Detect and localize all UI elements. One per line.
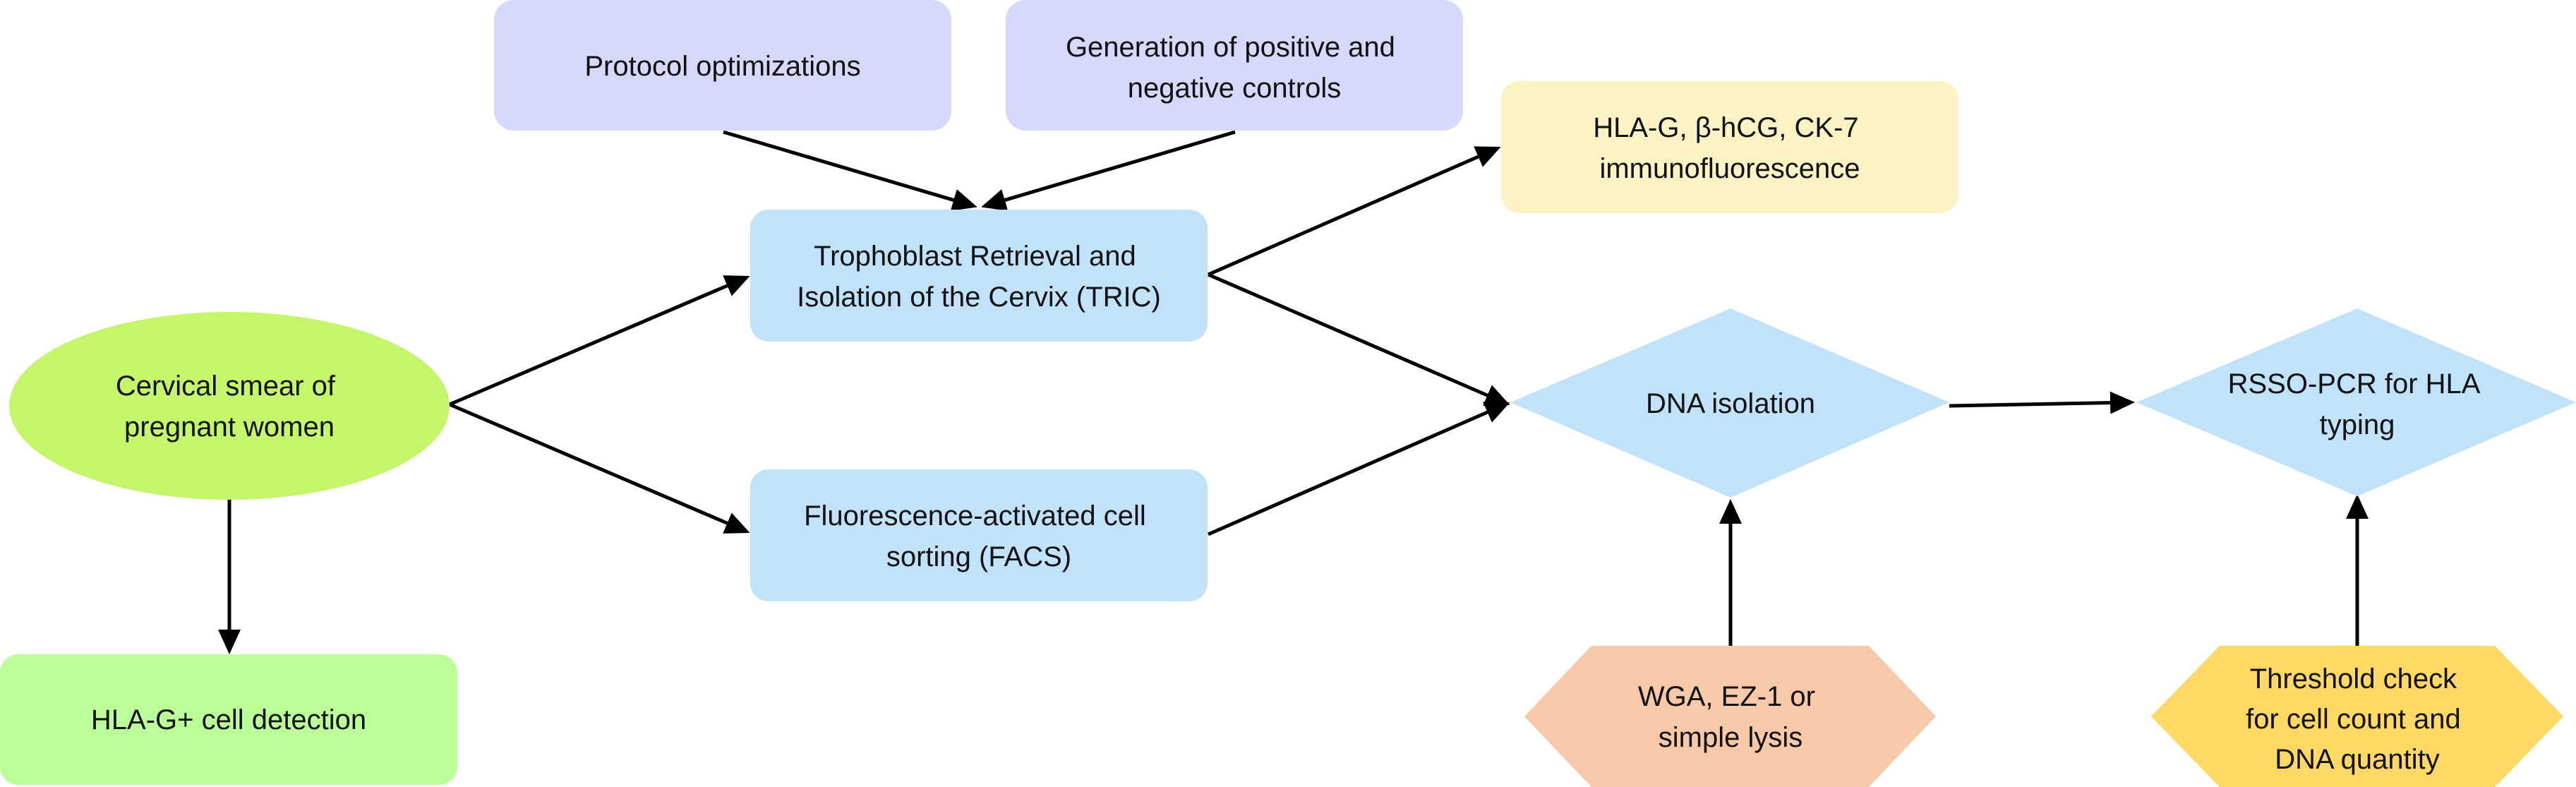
arrow-smear-to-tric [449, 275, 750, 407]
node-label: DNA isolation [1646, 388, 1815, 419]
node-immunofluorescence: HLA-G, β-hCG, CK-7 immunofluorescence [1501, 81, 1958, 213]
node-tric: Trophoblast Retrieval and Isolation of t… [750, 210, 1208, 342]
node-label-line: DNA quantity [2275, 744, 2439, 775]
node-shape [9, 312, 450, 500]
node-label-line: WGA, EZ-1 or [1638, 681, 1815, 712]
node-label-line: pregnant women [124, 411, 335, 443]
node-label: Protocol optimizations [584, 51, 860, 82]
node-label-line: Isolation of the Cervix (TRIC) [797, 282, 1161, 313]
arrow-smear-to-facs [449, 402, 750, 534]
node-hla-g-detection: HLA-G+ cell detection [0, 654, 457, 785]
node-shape [1524, 646, 1936, 787]
node-label-line: simple lysis [1659, 722, 1802, 753]
arrow-protocol-to-tric [723, 130, 977, 211]
node-label-line: Cervical smear of [116, 371, 336, 402]
node-shape [494, 0, 951, 131]
node-shape [2136, 308, 2576, 496]
node-label-line: RSSO-PCR for HLA [2228, 368, 2481, 399]
node-label-line: Protocol optimizations [584, 51, 860, 82]
node-threshold-check: Threshold check for cell count and DNA q… [2151, 646, 2563, 787]
node-label-line: sorting (FACS) [886, 541, 1071, 572]
node-dna-isolation: DNA isolation [1510, 308, 1949, 498]
node-protocol-optimizations: Protocol optimizations [494, 0, 951, 131]
node-label: Trophoblast Retrieval and Isolation of t… [797, 241, 1161, 313]
node-label-line: DNA isolation [1646, 388, 1815, 419]
node-rsso-pcr: RSSO-PCR for HLA typing [2136, 308, 2576, 496]
node-label: HLA-G+ cell detection [91, 704, 366, 735]
node-shape [1501, 81, 1958, 213]
node-facs: Fluorescence-activated cell sorting (FAC… [750, 469, 1208, 601]
node-shape [1510, 308, 1949, 498]
node-label-line: Fluorescence-activated cell [804, 500, 1146, 531]
arrow-facs-to-dna [1207, 402, 1510, 536]
node-shape [750, 469, 1208, 601]
node-shape [2151, 646, 2563, 787]
arrow-dna-to-rsso [1949, 391, 2135, 414]
node-label-line: HLA-G+ cell detection [91, 704, 366, 735]
node-label-line: Generation of positive and [1066, 32, 1395, 63]
arrow-controls-to-tric [981, 130, 1236, 211]
node-label-line: negative controls [1128, 73, 1341, 104]
node-wga-lysis: WGA, EZ-1 or simple lysis [1524, 646, 1936, 787]
node-label: Generation of positive and negative cont… [1066, 32, 1403, 104]
node-label: RSSO-PCR for HLA typing [2228, 368, 2487, 440]
arrow-tric-to-immuno [1207, 146, 1501, 277]
node-label: Threshold check for cell count and DNA q… [2246, 663, 2469, 775]
node-label: HLA-G, β-hCG, CK-7 immunofluorescence [1593, 112, 1867, 184]
node-label-line: Threshold check [2250, 663, 2457, 695]
node-label-line: typing [2320, 409, 2395, 440]
node-label: Cervical smear of pregnant women [116, 371, 343, 443]
node-label: WGA, EZ-1 or simple lysis [1638, 681, 1823, 753]
node-cervical-smear: Cervical smear of pregnant women [9, 312, 450, 500]
node-generation-of-controls: Generation of positive and negative cont… [1006, 0, 1463, 131]
node-label-line: for cell count and [2246, 704, 2461, 735]
node-label: Fluorescence-activated cell sorting (FAC… [804, 500, 1154, 572]
node-label-line: HLA-G, β-hCG, CK-7 [1593, 112, 1858, 143]
connectors [218, 130, 2369, 654]
arrow-tric-to-dna [1208, 272, 1510, 406]
node-label-line: immunofluorescence [1599, 153, 1860, 184]
node-label-line: Trophoblast Retrieval and [814, 241, 1136, 272]
node-shape [1006, 0, 1463, 131]
node-shape [0, 654, 457, 785]
node-shape [750, 210, 1208, 342]
